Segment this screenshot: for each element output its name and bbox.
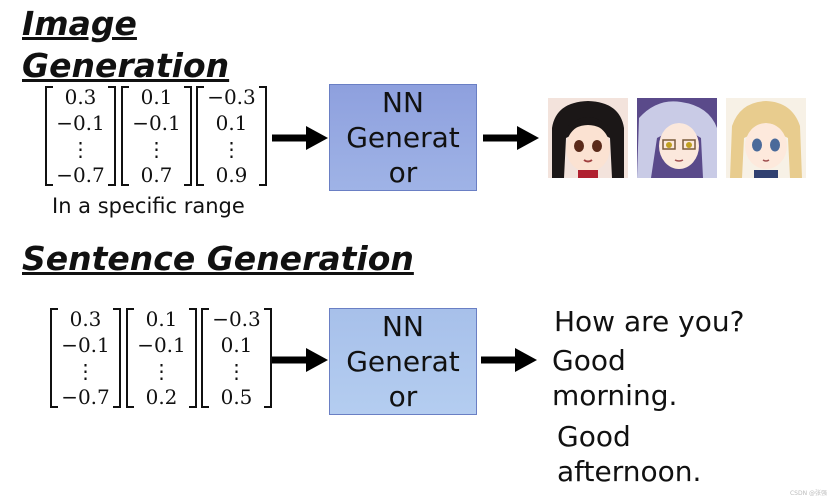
- sentence-input-vector-3: −0.3 0.1 ⋮ 0.5: [201, 308, 272, 408]
- range-caption: In a specific range: [52, 194, 245, 218]
- vector-value: 0.9: [215, 163, 248, 187]
- generator-label-line: or: [388, 380, 418, 413]
- arrow-right-icon: [481, 348, 537, 372]
- output-sentence-1: How are you?: [554, 305, 745, 338]
- vector-value: 0.1: [215, 111, 248, 135]
- arrow-right-icon: [272, 126, 328, 150]
- generated-face-image-1: [548, 98, 628, 178]
- sentence-input-vector-1: 0.3 −0.1 ⋮ −0.7: [50, 308, 121, 408]
- arrow-right-icon: [272, 348, 328, 372]
- vector-value: −0.1: [132, 111, 181, 135]
- generator-label-line: NN: [382, 310, 424, 343]
- sentence-input-vector-2: 0.1 −0.1 ⋮ 0.2: [126, 308, 197, 408]
- sentence-nn-generator-box: NN Generat or: [329, 308, 477, 415]
- vector-value: −0.1: [137, 333, 186, 357]
- vector-value: 0.3: [64, 85, 97, 109]
- image-input-vector-1: 0.3 −0.1 ⋮ −0.7: [45, 86, 116, 186]
- vector-value: ⋮: [226, 359, 247, 383]
- generator-label-line: Generat: [346, 345, 460, 378]
- output-sentence-2: Good morning.: [552, 344, 678, 412]
- vector-value: ⋮: [221, 137, 242, 161]
- generator-label-line: NN: [382, 86, 424, 119]
- vector-value: 0.1: [220, 333, 253, 357]
- arrow-right-icon: [483, 126, 539, 150]
- vector-value: 0.7: [140, 163, 173, 187]
- sentence-generation-heading: Sentence Generation: [22, 239, 414, 278]
- vector-value: −0.7: [61, 385, 110, 409]
- vector-value: −0.3: [212, 307, 261, 331]
- vector-value: −0.3: [207, 85, 256, 109]
- image-generation-heading-line1: Image: [22, 4, 137, 43]
- vector-value: ⋮: [146, 137, 167, 161]
- vector-value: 0.5: [220, 385, 253, 409]
- vector-value: ⋮: [75, 359, 96, 383]
- vector-value: −0.1: [61, 333, 110, 357]
- vector-value: −0.1: [56, 111, 105, 135]
- image-generation-heading-line2: Generation: [22, 46, 230, 85]
- vector-value: 0.2: [145, 385, 178, 409]
- watermark: CSDN @张强: [789, 490, 827, 497]
- vector-value: 0.1: [140, 85, 173, 109]
- generator-label-line: Generat: [346, 121, 460, 154]
- generator-label-line: or: [388, 156, 418, 189]
- image-input-vector-2: 0.1 −0.1 ⋮ 0.7: [121, 86, 192, 186]
- image-nn-generator-box: NN Generat or: [329, 84, 477, 191]
- generated-face-image-3: [726, 98, 806, 178]
- image-input-vector-3: −0.3 0.1 ⋮ 0.9: [196, 86, 267, 186]
- output-sentence-3: Good afternoon.: [557, 420, 702, 488]
- vector-value: 0.3: [69, 307, 102, 331]
- vector-value: −0.7: [56, 163, 105, 187]
- vector-value: ⋮: [70, 137, 91, 161]
- generated-face-image-2: [637, 98, 717, 178]
- vector-value: 0.1: [145, 307, 178, 331]
- vector-value: ⋮: [151, 359, 172, 383]
